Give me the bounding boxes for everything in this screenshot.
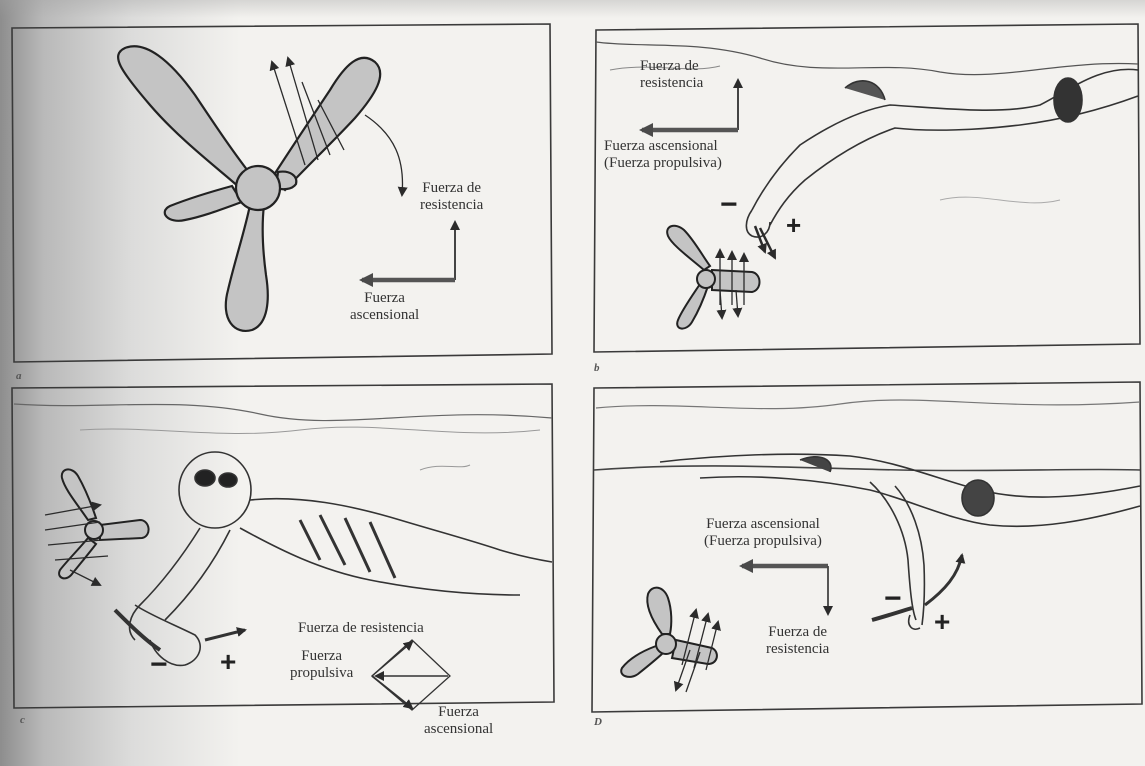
panel-a-resistance-line1: Fuerza de [420, 180, 483, 197]
propeller-large-icon [118, 46, 380, 331]
panel-b-lift-line1: Fuerza ascensional [604, 138, 722, 155]
propeller-small-b-icon [667, 226, 759, 329]
panel-d-resistance-line2: resistencia [766, 641, 829, 658]
panel-c-propulsive-label: Fuerza propulsiva [290, 648, 353, 682]
panel-a-resistance-line2: resistencia [420, 197, 483, 214]
panel-b-lift-line2: (Fuerza propulsiva) [604, 155, 722, 172]
panel-c-letter: c [20, 714, 25, 726]
panel-d-letter: D [594, 716, 602, 728]
hand-motion-arrows-c [115, 610, 245, 650]
panel-a-lift-line2: ascensional [350, 307, 419, 324]
panel-c-resistance-label: Fuerza de resistencia [298, 620, 424, 637]
panel-b-resistance-label: Fuerza de resistencia [640, 58, 703, 92]
panel-a-lift-label: Fuerza ascensional [350, 290, 419, 324]
panel-a-resistance-label: Fuerza de resistencia [420, 180, 483, 214]
panel-d-lift-label: Fuerza ascensional (Fuerza propulsiva) [704, 516, 822, 550]
panel-b-minus-sign: − [720, 188, 738, 222]
panel-d-plus-sign: + [934, 606, 950, 638]
panel-c-minus-sign: − [150, 648, 168, 682]
panel-c-plus-sign: + [220, 646, 236, 678]
panel-c-lift-line1: Fuerza [424, 704, 493, 721]
propeller-small-d-icon [621, 588, 717, 677]
panel-b-plus-sign: + [786, 210, 801, 241]
propeller-small-c-icon [59, 469, 148, 578]
panel-d-resistance-label: Fuerza de resistencia [766, 624, 829, 658]
force-diagram-c [372, 640, 450, 710]
panel-c-lift-label: Fuerza ascensional [424, 704, 493, 738]
panel-b-resistance-line2: resistencia [640, 75, 703, 92]
panel-a-lift-line1: Fuerza [350, 290, 419, 307]
panel-c-propulsive-line2: propulsiva [290, 665, 353, 682]
panel-c-lift-line2: ascensional [424, 721, 493, 738]
panel-d-frame [592, 382, 1142, 712]
panel-d-lift-line1: Fuerza ascensional [704, 516, 822, 533]
panel-b-letter: b [594, 362, 600, 374]
panel-b-lift-label: Fuerza ascensional (Fuerza propulsiva) [604, 138, 722, 172]
panel-b-resistance-line1: Fuerza de [640, 58, 703, 75]
panel-d [592, 382, 1142, 712]
force-vectors-d [742, 566, 828, 614]
panel-d-resistance-line1: Fuerza de [766, 624, 829, 641]
force-vectors-a [362, 222, 455, 280]
panel-c-propulsive-line1: Fuerza [290, 648, 353, 665]
panel-c [12, 384, 554, 710]
hand-motion-arrows-b [755, 226, 775, 258]
swimmer-b [746, 69, 1138, 237]
panel-d-lift-line2: (Fuerza propulsiva) [704, 533, 822, 550]
panel-a-letter: a [16, 370, 22, 382]
panel-d-minus-sign: − [884, 582, 902, 616]
